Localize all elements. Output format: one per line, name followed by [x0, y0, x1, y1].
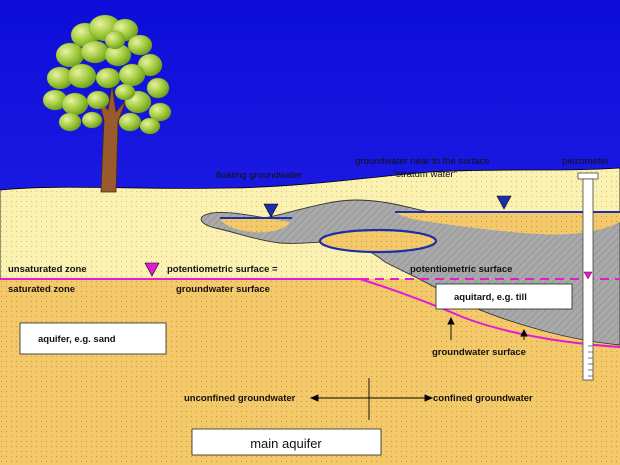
perched-water-ellipse — [318, 228, 438, 254]
main-aquifer-box — [191, 428, 382, 456]
label-potentiometric-left-2: groundwater surface — [176, 284, 270, 295]
label-piezometer: piezometer — [562, 156, 609, 167]
confined-groundwater-surface-line — [359, 278, 620, 348]
groundwater-surface-arrows — [447, 316, 528, 340]
piezometer-icon — [577, 172, 599, 381]
zone-divider-arrows — [309, 378, 434, 420]
water-level-marker-icon — [496, 195, 512, 210]
label-saturated-zone: saturated zone — [8, 284, 75, 295]
potentiometric-marker-icon — [144, 262, 160, 277]
label-groundwater-surface: groundwater surface — [432, 347, 526, 358]
label-confined: confined groundwater — [433, 393, 533, 404]
floating-groundwater-lens — [220, 217, 290, 233]
label-potentiometric-left-1: potentiometric surface = — [167, 264, 278, 275]
label-potentiometric-right: potentiometric surface — [410, 264, 512, 275]
stratum-water-lens — [395, 212, 620, 235]
label-aquitard: aquitard, e.g. till — [454, 292, 527, 303]
aquitard-box — [435, 283, 573, 310]
label-unconfined: unconfined groundwater — [184, 393, 296, 404]
label-floating-groundwater: floating groundwater — [216, 170, 302, 181]
label-near-surface-1: groundwater near to the surface — [355, 156, 490, 167]
label-aquifer: aquifer, e.g. sand — [38, 334, 116, 345]
water-level-marker-icon — [263, 203, 279, 218]
label-main-aquifer: main aquifer — [250, 436, 322, 451]
label-unsaturated-zone: unsaturated zone — [8, 264, 87, 275]
aquifer-box — [19, 322, 167, 355]
tree-icon — [42, 14, 172, 193]
label-near-surface-2: “stratum water“ — [393, 169, 457, 180]
